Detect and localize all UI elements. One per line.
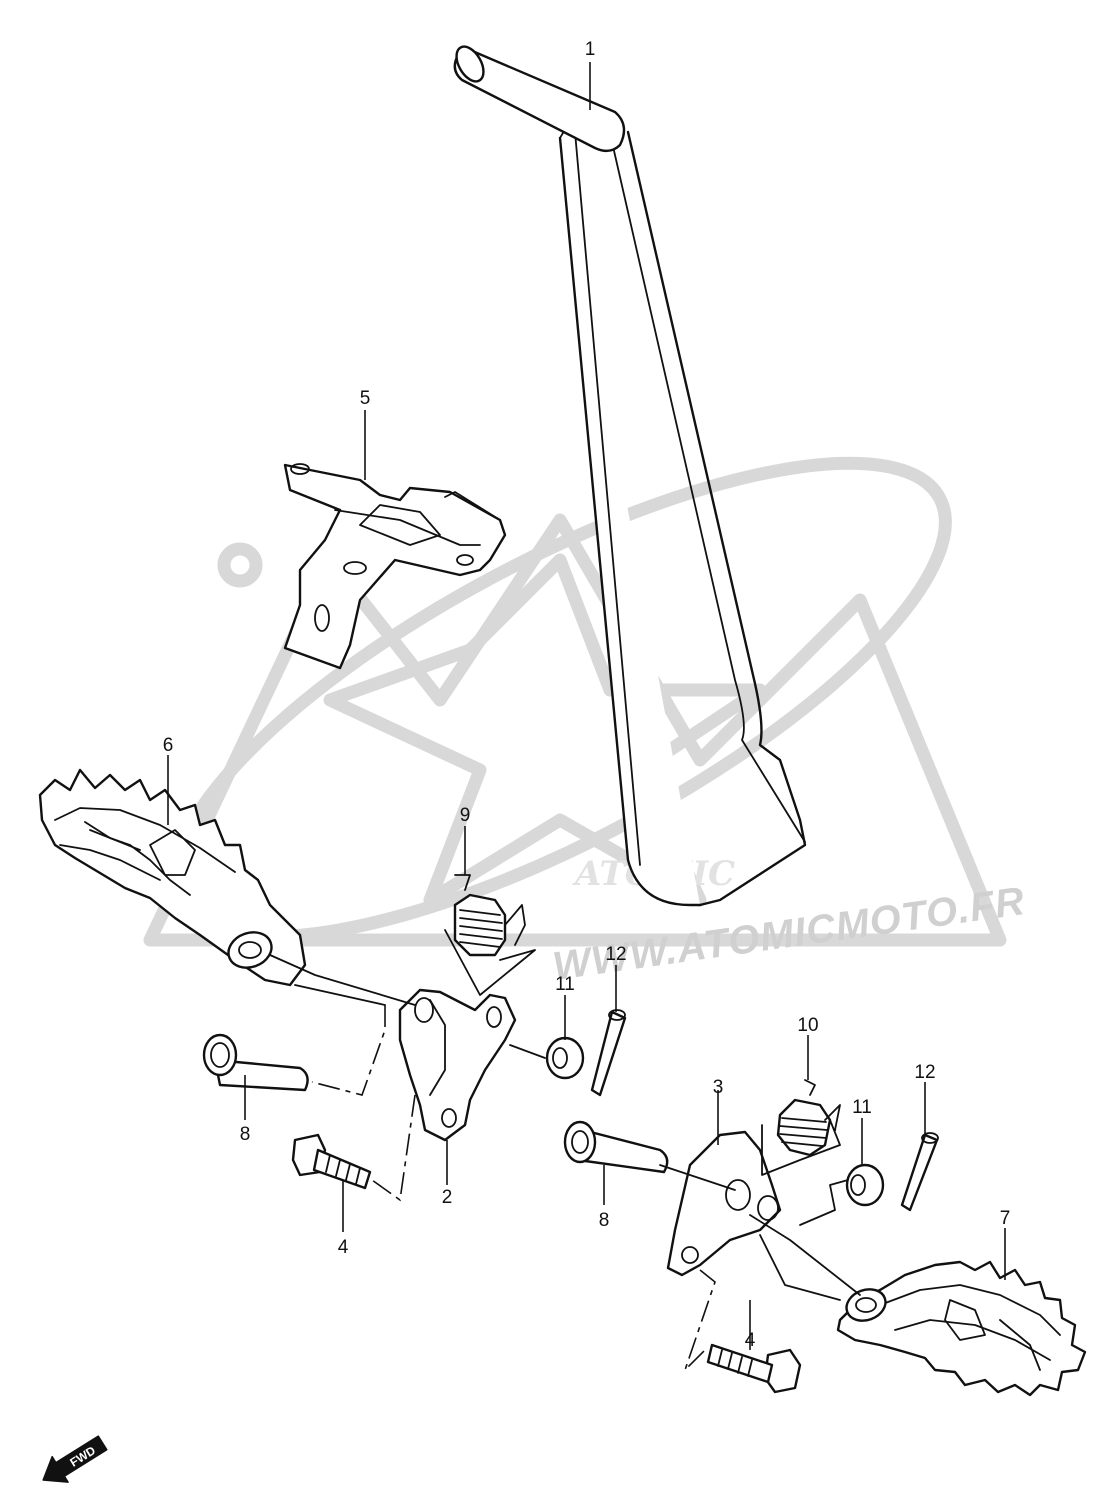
callout-6: 6 [163, 735, 174, 756]
stand [453, 45, 807, 907]
leader-lines [167, 62, 1006, 1350]
callout-8-left: 8 [240, 1124, 251, 1145]
bolt-right [706, 1343, 802, 1394]
washer-left [545, 1036, 585, 1080]
callout-2: 2 [442, 1187, 453, 1208]
callout-4-left: 4 [338, 1237, 349, 1258]
callout-9: 9 [460, 805, 471, 826]
callout-12-left: 12 [605, 944, 626, 965]
bracket [283, 463, 507, 670]
callout-7: 7 [1000, 1208, 1011, 1229]
pin-left [202, 1033, 309, 1092]
callout-11-left: 11 [555, 974, 575, 995]
footpeg-left [38, 768, 307, 987]
callout-1: 1 [585, 39, 596, 60]
pin-right [563, 1120, 669, 1174]
spring-left [444, 874, 536, 996]
fwd-arrow: FWD [42, 1435, 108, 1483]
callout-10: 10 [797, 1015, 818, 1036]
assembly-lines [269, 954, 861, 1371]
callout-11-right: 11 [852, 1097, 872, 1118]
callout-8-right: 8 [599, 1210, 610, 1231]
spring-right [761, 1079, 841, 1176]
callout-5: 5 [360, 388, 371, 409]
footpeg-right [833, 1128, 1087, 1397]
cotter-pin-left [590, 1009, 627, 1097]
washer-right [845, 1163, 885, 1207]
callout-4-right: 4 [745, 1330, 756, 1351]
callout-3: 3 [713, 1077, 724, 1098]
cotter-pin-right [900, 1132, 939, 1212]
bolt-left [291, 1133, 372, 1190]
callout-12-right: 12 [914, 1062, 935, 1083]
hinge-bracket-right [666, 1130, 782, 1277]
callouts: 1 5 6 9 12 11 8 2 4 3 10 11 12 8 7 4 [163, 39, 1011, 1351]
hinge-bracket-left [398, 988, 517, 1142]
